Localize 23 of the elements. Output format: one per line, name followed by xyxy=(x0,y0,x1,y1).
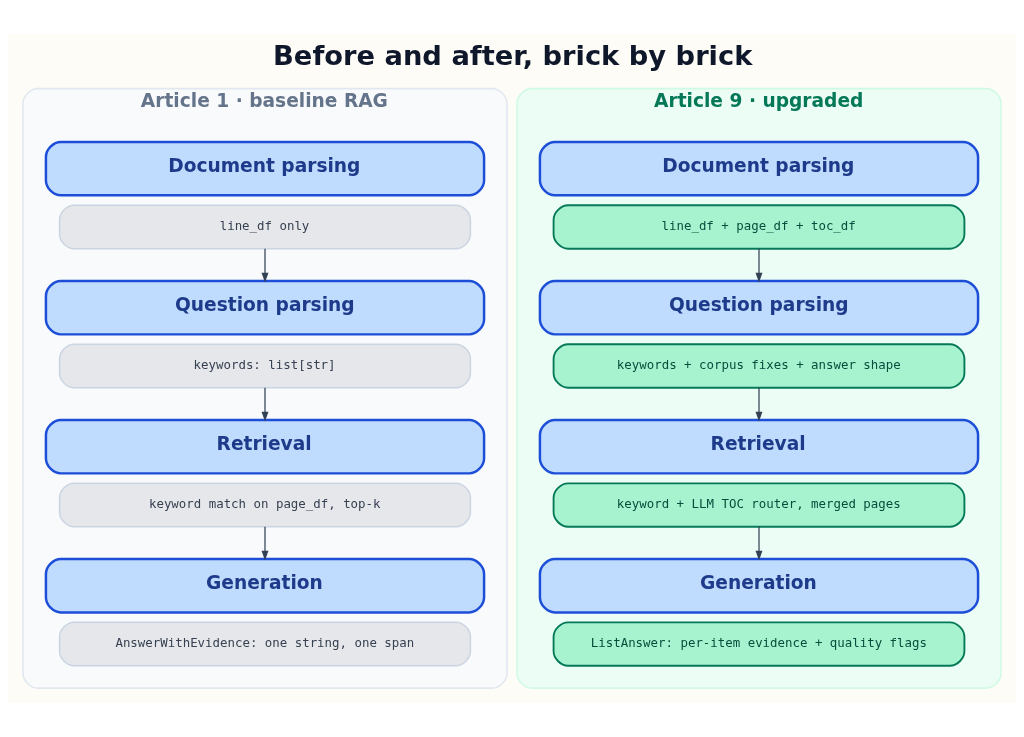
node-box: keyword + LLM TOC router, merged pages xyxy=(552,482,966,528)
arrow xyxy=(755,526,763,561)
arrow xyxy=(261,387,269,422)
node-box: keywords: list[str] xyxy=(58,343,472,389)
diagram-title: Before and after, brick by brick xyxy=(273,39,753,71)
arrow xyxy=(755,248,763,283)
arrow xyxy=(755,387,763,422)
arrow xyxy=(261,526,269,561)
node-box: Generation xyxy=(44,557,486,614)
node-box: AnswerWithEvidence: one string, one span xyxy=(58,621,472,667)
node-box: keyword match on page_df, top-k xyxy=(58,482,472,528)
arrow xyxy=(261,248,269,283)
node-box: Document parsing xyxy=(538,140,980,197)
node-box: Generation xyxy=(538,557,980,614)
node-box: Retrieval xyxy=(538,418,980,475)
node-box: Retrieval xyxy=(44,418,486,475)
node-box: Document parsing xyxy=(44,140,486,197)
node-box: ListAnswer: per-item evidence + quality flags xyxy=(552,621,966,667)
node-box: line_df + page_df + toc_df xyxy=(552,204,966,250)
node-box: keywords + corpus fixes + answer shape xyxy=(552,343,966,389)
node-box: Question parsing xyxy=(44,279,486,336)
node-box: Question parsing xyxy=(538,279,980,336)
node-box: line_df only xyxy=(58,204,472,250)
